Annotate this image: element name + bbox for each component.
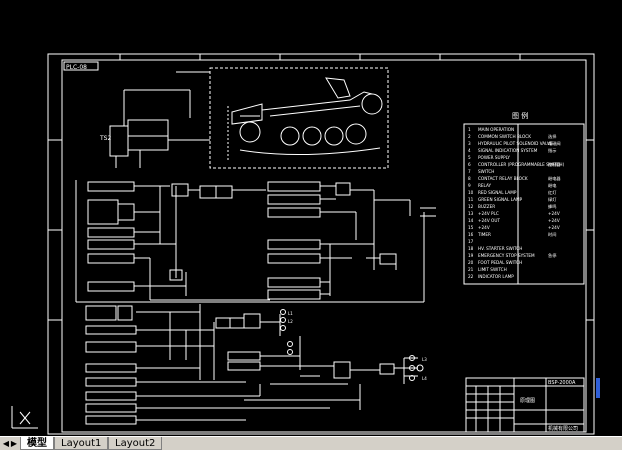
- legend-row-no: 16: [468, 232, 474, 237]
- legend-row-note: +24V: [548, 218, 560, 223]
- legend-row-no: 17: [468, 239, 474, 244]
- legend-row-text: GREEN SIGNAL LAMP: [478, 197, 523, 202]
- legend-row-no: 6: [468, 162, 471, 167]
- legend-row-text: LIMIT SWITCH: [478, 267, 507, 272]
- legend-row-text: +24V: [478, 225, 490, 230]
- legend-row-text: +24V PLC: [478, 211, 499, 216]
- legend-row-note: 继电: [548, 182, 557, 188]
- legend-row-no: 7: [468, 169, 471, 174]
- legend-row-text: RELAY: [478, 183, 492, 188]
- middle-wiring: [75, 180, 436, 303]
- legend-row-text: SIGNAL INDICATION SYSTEM: [478, 148, 538, 153]
- output-label-l1: L1: [288, 311, 293, 316]
- inner-frame: [61, 59, 587, 433]
- legend-row-no: 21: [468, 267, 474, 272]
- title-block-drawing-no: BSP-2000A: [548, 380, 576, 386]
- tab-model[interactable]: 模型: [20, 437, 54, 450]
- legend-row-note: 控制器: [548, 161, 561, 168]
- lamp-symbols: [280, 309, 424, 381]
- legend-rows: 1 MAIN OPERATION 2 COMMON SWITCH BLOCK 选择 3 HY…: [468, 127, 565, 279]
- legend-row-note: 急停: [548, 252, 556, 259]
- legend-row-no: 15: [468, 225, 474, 230]
- legend-row-text: EMERGENCY STOP SYSTEM: [478, 253, 535, 258]
- lower-wiring: [136, 304, 418, 421]
- legend-row-text: COMMON SWITCH BLOCK: [478, 134, 531, 139]
- legend-row-no: 18: [468, 246, 474, 251]
- layout-tab-bar: ◀ ▶ 模型 Layout1 Layout2: [0, 436, 622, 450]
- legend-row-no: 9: [468, 183, 471, 188]
- ucs-icon: [11, 406, 38, 429]
- legend-row-no: 14: [468, 218, 474, 223]
- legend-row-no: 2: [468, 134, 471, 139]
- machine-sketch: [227, 77, 383, 160]
- frame-label-box: [63, 61, 99, 71]
- outer-frame: [47, 53, 595, 435]
- legend-row-text: HV. STARTER SWITCH: [478, 246, 522, 251]
- scrollbar-marker[interactable]: [596, 378, 600, 398]
- frame-label: PLC-08: [66, 64, 87, 71]
- legend-row-note: 红灯: [548, 189, 557, 196]
- legend-row-note: 时间: [548, 231, 556, 238]
- legend-row-no: 4: [468, 148, 471, 153]
- legend-row-text: CONTROLLER (PROGRAMMABLE SWITCH): [478, 162, 565, 167]
- border-ticks: [48, 54, 594, 321]
- legend-row-note: 电磁阀: [548, 140, 561, 147]
- title-block-name: 原理图: [520, 398, 535, 404]
- legend-row-no: 10: [468, 190, 474, 195]
- middle-blocks: [267, 181, 321, 300]
- legend-row-note: +24V: [548, 225, 560, 230]
- legend-row-note: +24V: [548, 211, 560, 216]
- machine-box: [209, 67, 389, 169]
- legend-row-note: 继电器: [548, 175, 561, 182]
- legend-row-note: 指示: [548, 147, 556, 154]
- legend-row-text: MAIN OPERATION: [478, 127, 514, 132]
- legend-row-no: 13: [468, 211, 474, 216]
- legend-row-no: 19: [468, 253, 474, 258]
- legend-row-no: 1: [468, 127, 471, 132]
- input-wiring: [134, 183, 270, 301]
- legend-row-text: BUZZER: [478, 204, 495, 209]
- legend-table: [463, 123, 585, 285]
- legend-row-text: RED SIGNAL LAMP: [478, 190, 517, 195]
- motor-symbol: [109, 89, 210, 168]
- input-blocks: [87, 181, 135, 292]
- title-block-company: 机械有限公司: [548, 425, 578, 432]
- legend-row-text: FOOT PEDAL SWITCH: [478, 260, 522, 265]
- legend-row-note: 选择: [548, 133, 557, 140]
- legend-row-text: SWITCH: [478, 169, 494, 174]
- tab-layout2[interactable]: Layout2: [108, 437, 163, 450]
- tab-next-icon[interactable]: ▶: [10, 439, 18, 448]
- lower-blocks: [85, 305, 395, 425]
- drawing-viewport[interactable]: PLC-08 TS2 图 例 1 MAIN OPERATION 2 COMMON SW…: [0, 0, 622, 436]
- legend-row-no: 22: [468, 274, 474, 279]
- legend-row-no: 20: [468, 260, 474, 265]
- legend-row-text: HYDRAULIC PILOT SOLENOID VALVE: [478, 141, 553, 146]
- legend-row-text: POWER SUPPLY: [478, 155, 510, 160]
- legend-row-no: 5: [468, 155, 471, 160]
- output-label-l3: L3: [422, 357, 427, 362]
- legend-row-no: 12: [468, 204, 474, 209]
- legend-row-no: 11: [468, 197, 474, 202]
- tab-prev-icon[interactable]: ◀: [2, 439, 10, 448]
- output-label-l2: L2: [288, 319, 293, 324]
- legend-row-text: +24V OUT: [478, 218, 500, 223]
- legend-row-note: 蜂鸣: [548, 203, 556, 210]
- legend-row-text: TIMER: [477, 232, 491, 237]
- title-block-frame: [465, 377, 585, 433]
- output-label-l4: L4: [422, 376, 427, 381]
- cad-drawing[interactable]: PLC-08 TS2 图 例 1 MAIN OPERATION 2 COMMON SW…: [0, 0, 622, 436]
- legend-row-no: 3: [468, 141, 471, 146]
- left-label-ts2: TS2: [99, 135, 111, 142]
- legend-row-text: INDICATOR LAMP: [478, 274, 514, 279]
- legend-row-text: CONTACT RELAY BLOCK: [478, 176, 528, 181]
- tab-layout1[interactable]: Layout1: [54, 437, 109, 450]
- legend-title: 图 例: [512, 111, 528, 120]
- legend-row-note: 绿灯: [548, 196, 557, 203]
- legend-row-no: 8: [468, 176, 471, 181]
